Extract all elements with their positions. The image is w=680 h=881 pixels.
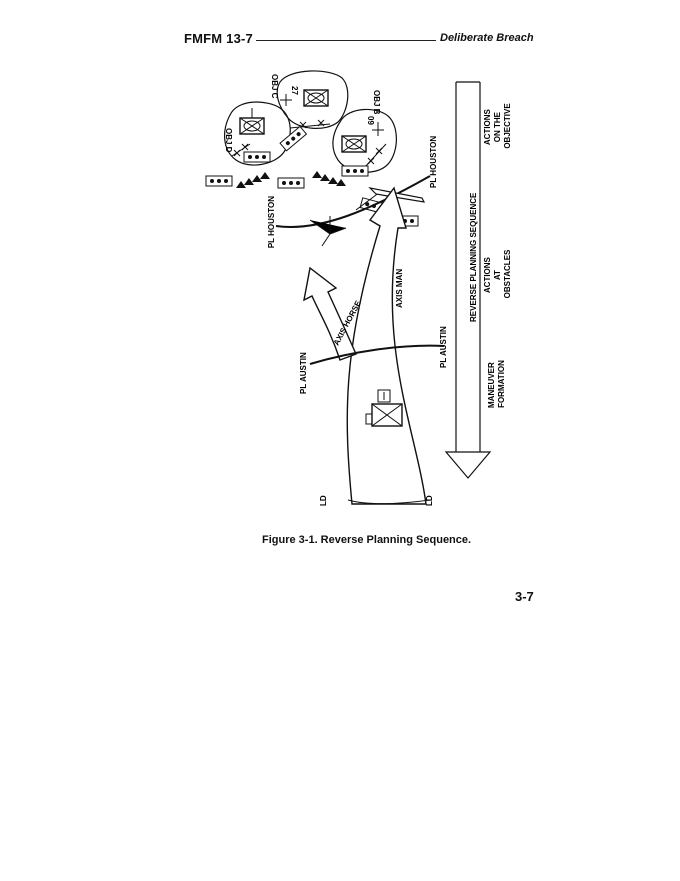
enemy-unit-obj-c <box>303 89 329 107</box>
obj-b-label: OBJ B <box>372 90 381 115</box>
axis-horse-arrow <box>303 266 357 361</box>
unit-box-5 <box>341 165 369 177</box>
page-number: 3-7 <box>515 589 534 604</box>
friendly-unit-symbol <box>365 389 403 427</box>
reverse-sequence-label: REVERSE PLANNING SEQUENCE <box>469 192 478 322</box>
running-header-doc-id: FMFM 13-7 <box>184 31 253 46</box>
enemy-unit-obj-b <box>341 135 367 153</box>
reverse-planning-diagram: OBJ D OBJ C OBJ B 27 09 PL HOUSTON PL HO… <box>180 60 540 530</box>
obj-c-area <box>276 70 349 129</box>
obj-c-label: OBJ C <box>270 74 279 99</box>
pl-houston-right-label: PL HOUSTON <box>429 136 438 188</box>
header-rule <box>256 40 436 41</box>
ld-right-label: LD <box>425 495 434 506</box>
obj-b-area <box>332 108 397 173</box>
unit-box-4 <box>279 125 308 152</box>
actions-obstacles-label: ACTIONS AT OBSTACLES <box>483 249 512 298</box>
pl-austin-line <box>309 344 445 365</box>
maneuver-formation-label: MANEUVER FORMATION <box>487 360 506 408</box>
unit-box-2 <box>205 175 233 187</box>
axis-man-label: AXIS MAN <box>395 269 404 308</box>
breach-lanes <box>309 191 381 247</box>
unit-box-1 <box>243 151 271 163</box>
obj-d-label: OBJ D <box>224 128 233 153</box>
unit-box-3 <box>277 177 305 189</box>
reverse-planning-arrow <box>444 81 492 479</box>
pl-houston-line <box>275 175 431 228</box>
figure-caption: Figure 3-1. Reverse Planning Sequence. <box>262 534 472 546</box>
actions-objective-label: ACTIONS ON THE OBJECTIVE <box>483 103 512 149</box>
pl-houston-left-label: PL HOUSTON <box>267 196 276 248</box>
axis-man-arrow <box>346 186 427 505</box>
minefield-right <box>312 171 346 186</box>
running-header-section: Deliberate Breach <box>440 32 534 44</box>
pl-austin-right-label: PL AUSTIN <box>439 326 448 368</box>
wire-obstacle <box>231 119 387 169</box>
minefield-left <box>236 172 270 188</box>
unit-number-09: 09 <box>366 116 375 125</box>
ld-line <box>347 499 431 505</box>
obj-d-area <box>224 101 291 166</box>
pl-austin-left-label: PL AUSTIN <box>299 352 308 394</box>
unit-number-27: 27 <box>290 86 299 95</box>
breach-point <box>368 187 426 203</box>
ld-left-label: LD <box>319 495 328 506</box>
diagram-svg: OBJ D OBJ C OBJ B 27 09 PL HOUSTON PL HO… <box>205 70 512 506</box>
enemy-unit-obj-d <box>239 108 265 135</box>
